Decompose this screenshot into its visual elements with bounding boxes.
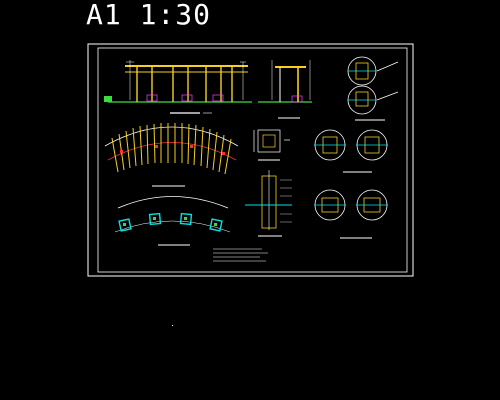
stray-point <box>172 325 173 326</box>
connection-detail-top <box>347 56 399 121</box>
pergola-roof-plan <box>104 123 239 187</box>
footing-plan <box>253 129 290 161</box>
joint-details <box>314 129 388 239</box>
general-notes <box>213 248 268 262</box>
sheet-outer-frame <box>87 43 414 277</box>
footing-section <box>245 170 292 237</box>
sheet-inner-frame <box>97 47 408 273</box>
pergola-side-elevation <box>258 60 312 119</box>
pergola-front-elevation <box>104 60 252 114</box>
sheet-scale-label: A1 1:30 <box>86 0 212 31</box>
column-layout-plan <box>114 196 231 246</box>
